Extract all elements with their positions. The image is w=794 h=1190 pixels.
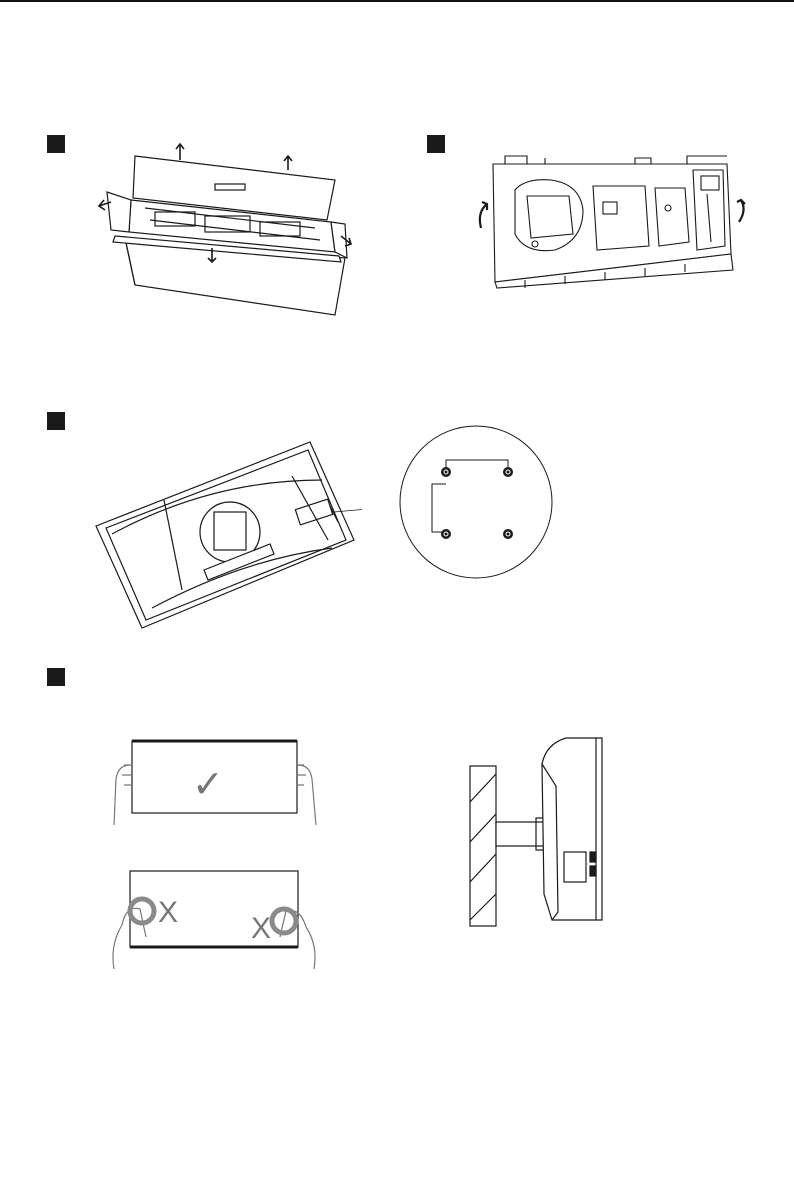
wrong-mark-right: X: [251, 912, 271, 946]
correct-checkmark: ✓: [192, 762, 224, 807]
wrong-handling-icon: [108, 865, 323, 975]
step-4-marker: [47, 668, 65, 686]
monitor-back-icon: [92, 440, 362, 640]
wall-mounted-monitor-icon: [466, 734, 616, 930]
open-box-icon: [95, 140, 360, 320]
step-3-marker: [47, 412, 65, 430]
foam-packaging-icon: [465, 150, 760, 295]
vesa-screw-holes-icon: [398, 424, 554, 580]
step-1-marker: [47, 135, 65, 153]
top-rule: [0, 0, 794, 2]
step-2-marker: [427, 135, 445, 153]
wrong-mark-left: X: [158, 896, 178, 930]
